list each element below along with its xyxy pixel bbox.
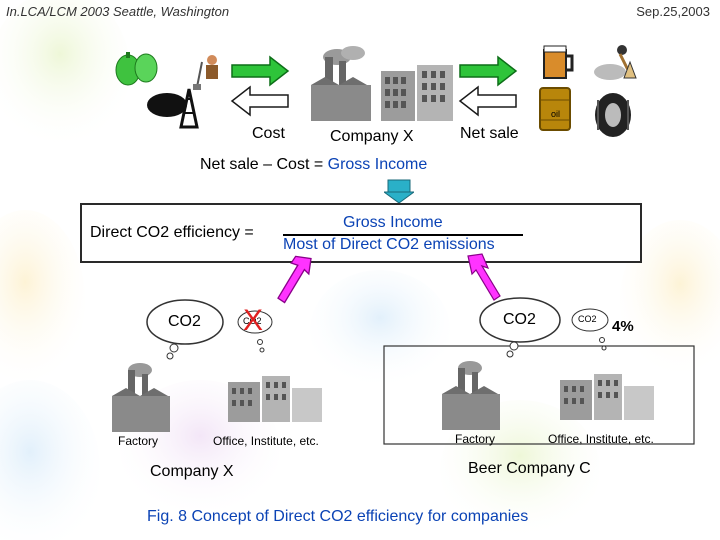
gross-income-equation: Net sale – Cost = Gross Income (200, 156, 427, 174)
arrows-right-pair (458, 55, 518, 117)
company-x-factory-icon (311, 46, 453, 121)
tire-icon (595, 93, 631, 137)
equation-gross-income: Gross Income (327, 156, 428, 173)
formula-box (80, 203, 642, 263)
equation-prefix: Net sale – Cost = (200, 156, 328, 173)
right-co2-big: CO2 (503, 311, 536, 328)
oil-label: oil (551, 109, 561, 119)
right-co2-small: CO2 (578, 314, 597, 324)
fraction-line (283, 234, 523, 236)
pouring-figure-icon (594, 45, 637, 80)
percent-label: 4% (612, 318, 634, 335)
magenta-arrows (277, 253, 501, 304)
right-scene-graphics (442, 297, 654, 430)
right-office-label: Office, Institute, etc. (548, 432, 654, 446)
left-co2-small: CO2 (243, 316, 262, 326)
right-company-label: Beer Company C (468, 460, 591, 477)
down-arrow-icon (384, 179, 414, 204)
left-company-label: Company X (150, 463, 234, 480)
left-co2-big: CO2 (168, 313, 201, 330)
oil-barrel-icon (539, 87, 571, 131)
figure-caption: Fig. 8 Concept of Direct CO2 efficiency … (147, 508, 529, 525)
left-office-label: Office, Institute, etc. (213, 434, 319, 448)
right-factory-label: Factory (455, 432, 496, 446)
header-conference: In.LCA/LCM 2003 Seattle, Washington (6, 4, 230, 19)
formula-denominator: Most of Direct CO2 emissions (283, 236, 495, 253)
net-sale-label: Net sale (460, 125, 519, 142)
header-date: Sep.25,2003 (636, 4, 710, 19)
peppers-icon (115, 52, 158, 86)
company-x-label: Company X (330, 128, 414, 145)
oil-derrick-icon (147, 88, 199, 129)
arrows-left-pair (230, 55, 290, 117)
formula-numerator: Gross Income (343, 214, 443, 231)
left-factory-label: Factory (118, 434, 159, 448)
x-mark: X (243, 304, 264, 337)
shovel-worker-icon (193, 55, 218, 90)
cost-label: Cost (252, 125, 285, 142)
beer-mug-icon (543, 45, 574, 79)
left-scene-graphics (112, 299, 322, 432)
right-scene-frame (383, 345, 695, 445)
formula-left: Direct CO2 efficiency = (90, 224, 254, 241)
